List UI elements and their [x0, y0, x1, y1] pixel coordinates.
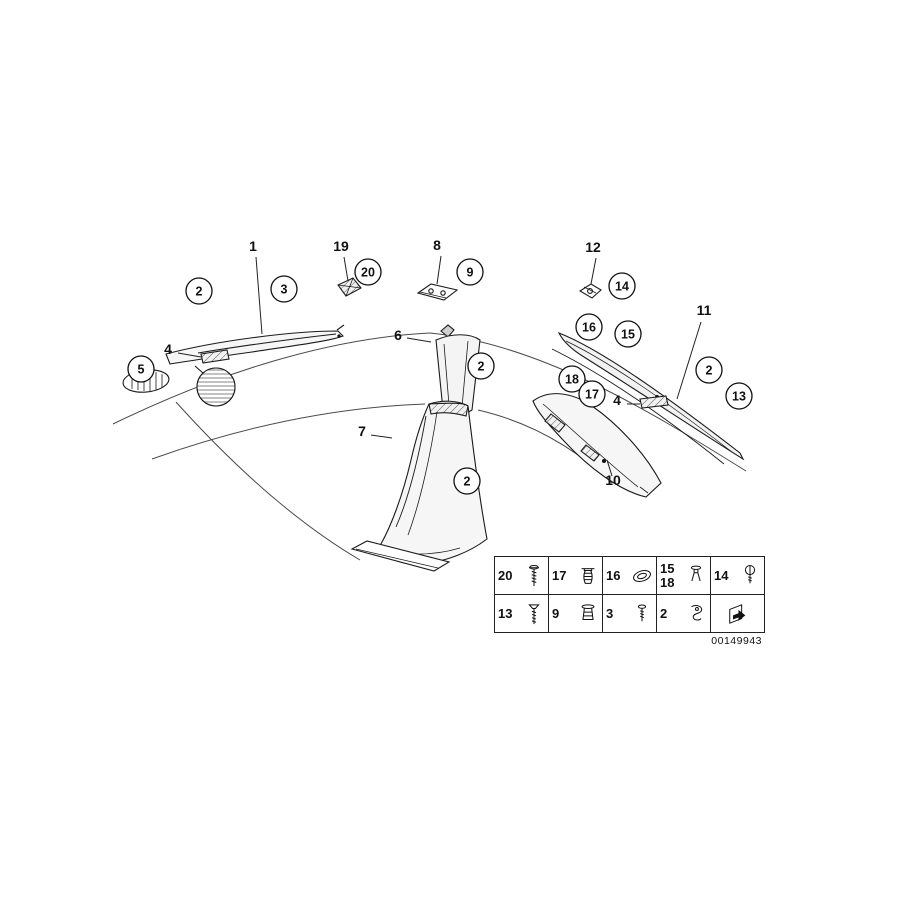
- callout-2[interactable]: 2: [453, 467, 481, 495]
- screw-washer-icon: [523, 561, 545, 591]
- svg-text:2: 2: [464, 474, 471, 488]
- legend-number: 20: [498, 567, 513, 583]
- svg-text:13: 13: [732, 389, 746, 403]
- legend-next-page[interactable]: [711, 595, 765, 633]
- callout-5[interactable]: 5: [127, 355, 155, 383]
- leader-lines: [177, 255, 702, 477]
- part-label-4: 4: [613, 392, 621, 408]
- legend-item-16[interactable]: 16: [603, 557, 657, 595]
- clip-part-12[interactable]: [578, 283, 602, 299]
- svg-text:2: 2: [478, 359, 485, 373]
- bracket-part-19[interactable]: [337, 277, 362, 297]
- legend-item-2[interactable]: 2: [657, 595, 711, 633]
- legend-number: 17: [552, 567, 567, 583]
- callout-18[interactable]: 18: [558, 365, 586, 393]
- b-pillar-lower-trim-part[interactable]: [350, 400, 488, 572]
- legend-item-17[interactable]: 17: [549, 557, 603, 595]
- legend-number: 9: [552, 605, 560, 621]
- svg-text:17: 17: [585, 387, 599, 401]
- rivet-pin-icon: [685, 561, 707, 591]
- c-pillar-upper-trim-part[interactable]: [551, 331, 745, 465]
- callout-3[interactable]: 3: [270, 275, 298, 303]
- callout-13[interactable]: 13: [725, 382, 753, 410]
- legend-item-3[interactable]: 3: [603, 595, 657, 633]
- clip-strip-part[interactable]: [200, 349, 230, 364]
- part-label-10: 10: [605, 472, 621, 488]
- svg-text:14: 14: [615, 279, 629, 293]
- legend-number: 2: [660, 605, 668, 621]
- part-label-12: 12: [585, 239, 601, 255]
- screw-small-icon: [631, 599, 653, 629]
- svg-text:3: 3: [281, 282, 288, 296]
- part-label-6: 6: [394, 327, 402, 343]
- svg-text:20: 20: [361, 265, 375, 279]
- plug-screw-icon: [739, 561, 761, 591]
- expanding-plug-icon: [577, 561, 599, 591]
- callout-15[interactable]: 15: [614, 320, 642, 348]
- callout-17[interactable]: 17: [578, 380, 606, 408]
- svg-text:18: 18: [565, 372, 579, 386]
- bracket-part-8[interactable]: [416, 283, 459, 301]
- legend-number: 13: [498, 605, 513, 621]
- callout-2[interactable]: 2: [467, 352, 495, 380]
- legend-item-13[interactable]: 13: [495, 595, 549, 633]
- svg-text:2: 2: [196, 284, 203, 298]
- circled-part-labels: 2 3 20 9 14 16 15 2 13 2 18 17 2 5: [127, 258, 753, 495]
- callout-2[interactable]: 2: [695, 356, 723, 384]
- svg-text:5: 5: [138, 362, 145, 376]
- clip-nut-icon: [685, 599, 707, 629]
- svg-text:16: 16: [582, 320, 596, 334]
- legend-number: 14: [714, 567, 729, 583]
- diagram-number: 00149943: [711, 635, 762, 647]
- a-pillar-trim-part[interactable]: [165, 324, 345, 365]
- screw-icon: [523, 599, 545, 629]
- legend-item-14[interactable]: 14: [711, 557, 765, 595]
- callout-16[interactable]: 16: [575, 313, 603, 341]
- next-page-arrow-icon: [727, 599, 749, 629]
- svg-text:9: 9: [467, 265, 474, 279]
- svg-text:2: 2: [706, 363, 713, 377]
- callout-9[interactable]: 9: [456, 258, 484, 286]
- legend-number: 3: [606, 605, 614, 621]
- c-pillar-lower-trim-part[interactable]: [532, 393, 662, 498]
- svg-text:15: 15: [621, 327, 635, 341]
- part-label-4: 4: [164, 341, 172, 357]
- grommet-part[interactable]: [194, 365, 236, 407]
- callout-20[interactable]: 20: [354, 258, 382, 286]
- clip-strip-part[interactable]: [639, 395, 669, 409]
- callout-14[interactable]: 14: [608, 272, 636, 300]
- callout-2[interactable]: 2: [185, 277, 213, 305]
- grommet-icon: [631, 561, 653, 591]
- legend-number: 16: [606, 567, 621, 583]
- legend-item-9[interactable]: 9: [549, 595, 603, 633]
- push-rivet-icon: [577, 599, 599, 629]
- legend-item-20[interactable]: 20: [495, 557, 549, 595]
- part-label-8: 8: [433, 237, 441, 253]
- part-label-7: 7: [358, 423, 366, 439]
- part-label-11: 11: [697, 302, 712, 318]
- part-label-19: 19: [333, 238, 349, 254]
- part-label-1: 1: [249, 238, 257, 254]
